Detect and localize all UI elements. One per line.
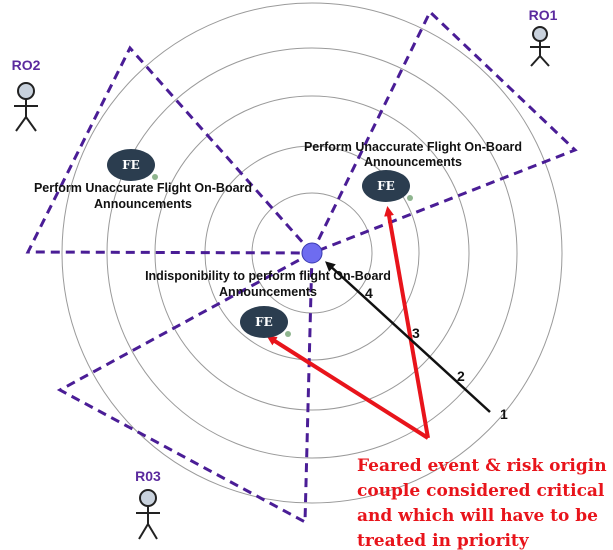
concentric-rings (61, 2, 563, 504)
fe-caption-1-line1: Perform Unaccurate Flight On-Board (304, 140, 522, 154)
ro3-person-icon (136, 489, 160, 540)
person-small-icon (407, 195, 413, 201)
sector-ro2 (25, 45, 314, 255)
fe-caption-1-line2: Announcements (364, 155, 462, 169)
center-node (301, 242, 323, 264)
fe-caption-3-line2: Announcements (219, 285, 317, 299)
level-2: 2 (457, 368, 465, 384)
fe-badge-3-shape (240, 306, 288, 338)
ring-4 (106, 47, 518, 459)
critical-arrows (266, 206, 430, 440)
fe-caption-3-line1: Indisponibility to perform flight On-Boa… (145, 269, 391, 283)
fe-badge-2[interactable]: FE (107, 149, 158, 181)
sector-ro1 (310, 9, 578, 255)
fe-badge-3[interactable]: FE (240, 306, 291, 338)
level-3: 3 (412, 325, 420, 341)
person-small-icon (285, 331, 291, 337)
fe-badge-1-label: FE (377, 179, 395, 193)
note-line-3: and which will have to be (357, 506, 598, 526)
ro1-person-icon (530, 26, 550, 67)
red-arrow-to-fe3 (266, 335, 430, 440)
fe-badge-2-label: FE (122, 158, 140, 172)
fe-badge-1-shape (362, 170, 410, 202)
fe-badge-1[interactable]: FE (362, 170, 413, 202)
level-1: 1 (500, 406, 508, 422)
sector-ro3 (56, 251, 314, 525)
sector-lines (25, 9, 578, 525)
level-4: 4 (365, 285, 373, 301)
ro3-label: R03 (135, 468, 161, 484)
note-line-4: treated in priority (357, 531, 530, 550)
ro2-label: RO2 (12, 57, 41, 73)
ring-3 (154, 95, 470, 411)
fe-badge-2-shape (107, 149, 155, 181)
ro1-label: RO1 (529, 7, 558, 23)
person-small-icon (152, 174, 158, 180)
ro2-person-icon (14, 82, 38, 132)
black-arrow-to-center (325, 261, 491, 413)
priority-note: Feared event & risk origin couple consid… (357, 456, 607, 550)
fe-caption-2-line2: Announcements (94, 197, 192, 211)
note-line-1: Feared event & risk origin (357, 456, 607, 476)
fe-caption-2-line1: Perform Unaccurate Flight On-Board (34, 181, 252, 195)
fe-badge-3-label: FE (255, 315, 273, 329)
red-arrow-to-fe1 (384, 206, 430, 439)
ring-5 (61, 2, 563, 504)
note-line-2: couple considered critical (357, 481, 605, 501)
